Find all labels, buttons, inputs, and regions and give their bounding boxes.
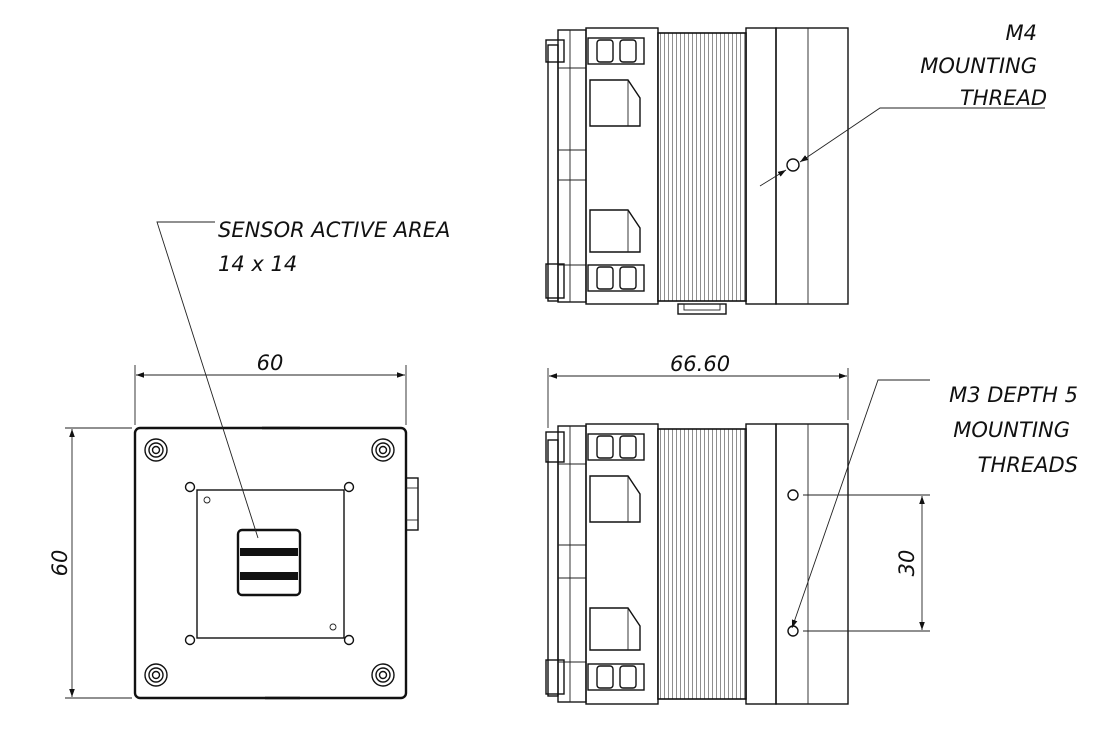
sensor-label-line2: 14 x 14	[218, 252, 297, 276]
sensor-leader: SENSOR ACTIVE AREA 14 x 14	[156, 218, 450, 539]
dim-side-length-text: 66.60	[670, 352, 730, 376]
mount-hole-icon	[144, 438, 168, 462]
sensor-plate	[196, 489, 345, 639]
m4-hole	[786, 158, 800, 172]
m4-label-line3: THREAD	[960, 86, 1047, 110]
heatsink-fins-bottom	[657, 428, 747, 700]
m4-leader: M4 MOUNTING THREAD	[759, 21, 1047, 187]
dimension-side-length: 66.60	[547, 352, 849, 428]
m3-label-line3: THREADS	[978, 453, 1078, 477]
m3-leader: M3 DEPTH 5 MOUNTING THREADS	[791, 379, 1078, 629]
m4-label-line2: MOUNTING	[920, 54, 1037, 78]
sensor-active-area	[236, 528, 302, 597]
mount-hole-icon	[371, 663, 395, 687]
dim-thread-spacing-text: 30	[895, 550, 919, 577]
dimension-thread-spacing: 30	[803, 494, 930, 632]
m4-label-line1: M4	[1006, 21, 1037, 45]
m3-hole-upper	[787, 489, 799, 501]
dimension-front-height: 60	[48, 427, 132, 699]
front-view	[133, 426, 419, 700]
dim-front-height-text: 60	[48, 550, 72, 577]
front-body	[133, 426, 408, 700]
m3-hole-lower	[787, 625, 799, 637]
m3-label-line2: MOUNTING	[953, 418, 1070, 442]
sensor-label-line1: SENSOR ACTIVE AREA	[218, 218, 450, 242]
dimension-front-width: 60	[134, 351, 407, 425]
mount-hole-icon	[144, 663, 168, 687]
heatsink-fins	[657, 32, 747, 302]
mount-hole-icon	[371, 438, 395, 462]
side-view-bottom	[545, 423, 849, 705]
front-connector	[405, 477, 419, 531]
dim-front-width-text: 60	[257, 351, 284, 375]
side-view-top	[545, 27, 849, 315]
m3-label-line1: M3 DEPTH 5	[949, 383, 1078, 407]
